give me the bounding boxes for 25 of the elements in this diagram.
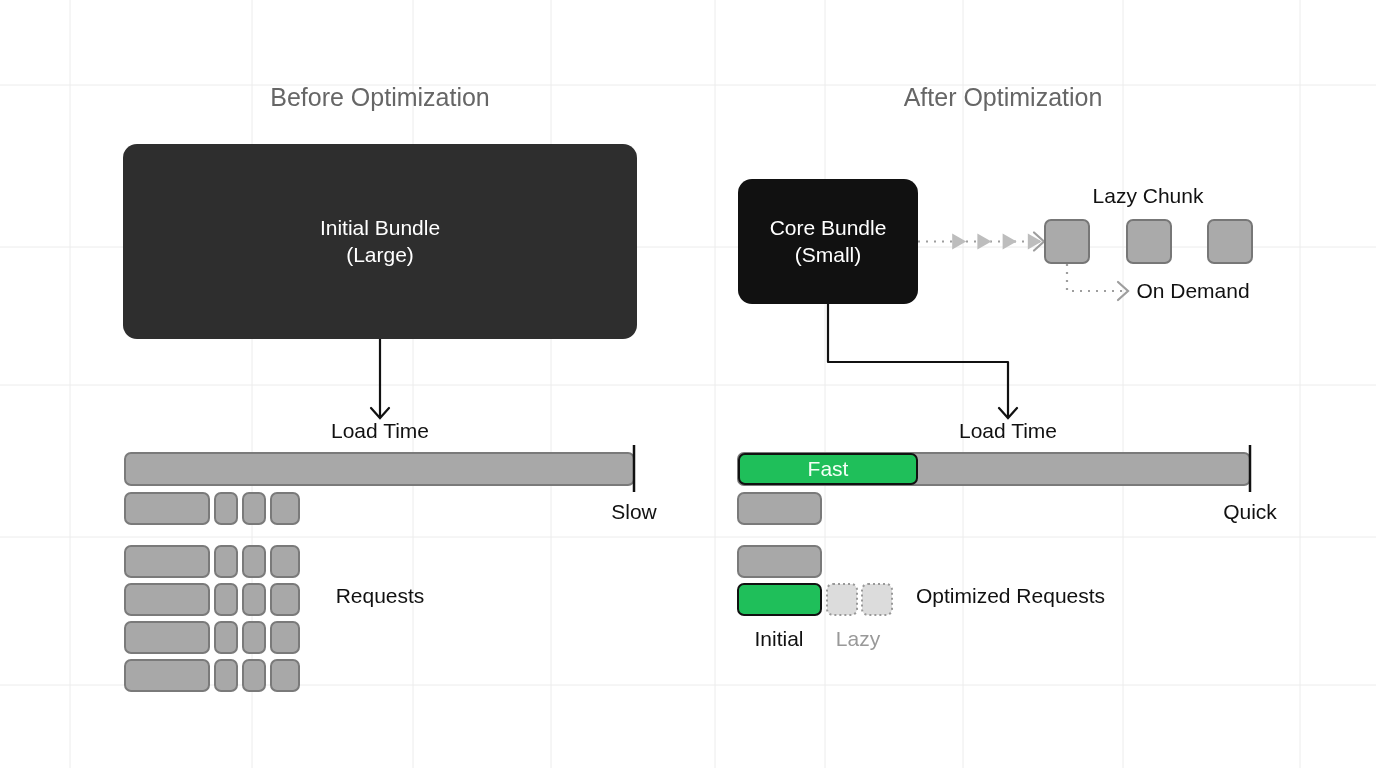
bundle-box	[738, 179, 918, 304]
requests-label: Requests	[335, 584, 425, 606]
box-label: Initial Bundle (Large)	[318, 215, 442, 268]
speed-label: Slow	[611, 500, 657, 522]
fast-segment	[738, 453, 918, 485]
request-type-label: Lazy	[835, 627, 881, 649]
load-time-text: Load Time	[315, 418, 445, 444]
box-label: Fast	[807, 455, 849, 482]
group-label: Lazy Chunk	[1092, 184, 1204, 206]
speed-label: Quick	[1223, 500, 1277, 522]
arrow	[369, 339, 391, 420]
bundle-box	[123, 144, 637, 339]
request-type-label: Initial	[754, 627, 804, 649]
arrow	[826, 304, 1019, 420]
on-demand-text: On Demand	[1128, 279, 1258, 303]
dotted-arrow	[918, 231, 1044, 252]
load-time-text: Load Time	[943, 418, 1073, 444]
chunk-box	[1126, 219, 1172, 264]
section-title: After Optimization	[903, 84, 1103, 110]
chunk-box	[1044, 219, 1090, 264]
chunk-box	[1207, 219, 1253, 264]
section-title: Before Optimization	[270, 84, 490, 110]
requests-label: Optimized Requests	[916, 584, 1106, 606]
dotted-arrow	[1065, 264, 1130, 302]
box-label: Core Bundle (Small)	[768, 215, 888, 268]
